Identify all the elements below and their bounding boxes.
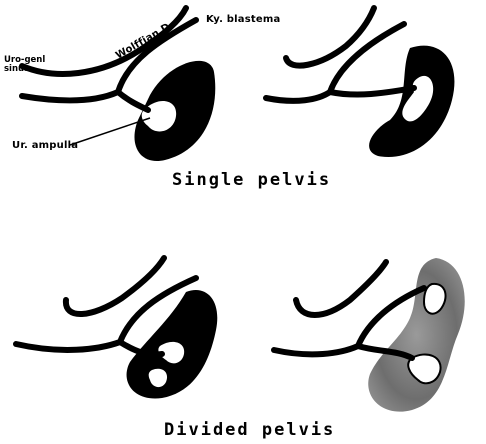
blastema-4 (368, 258, 465, 412)
duct-outer-4 (296, 262, 386, 315)
panel-divided-pelvis (16, 258, 217, 398)
ureteric-bud-1 (118, 92, 148, 110)
duct-outer-2 (286, 8, 374, 66)
caption-divided-pelvis: Divided pelvis (164, 420, 335, 440)
kidney-blastema-label: Ky. blastema (206, 14, 280, 25)
panel-single-pelvis (266, 8, 454, 157)
caption-single-pelvis: Single pelvis (172, 170, 331, 190)
ureter-2 (330, 88, 414, 95)
panel-divided-pelvis-stippled (274, 258, 465, 412)
ureteric-ampulla-label: Ur. ampulla (12, 140, 78, 151)
panel-single-pelvis-labelled (22, 8, 215, 161)
urogenital-sinus-label: Uro-genl sinus (4, 56, 58, 74)
